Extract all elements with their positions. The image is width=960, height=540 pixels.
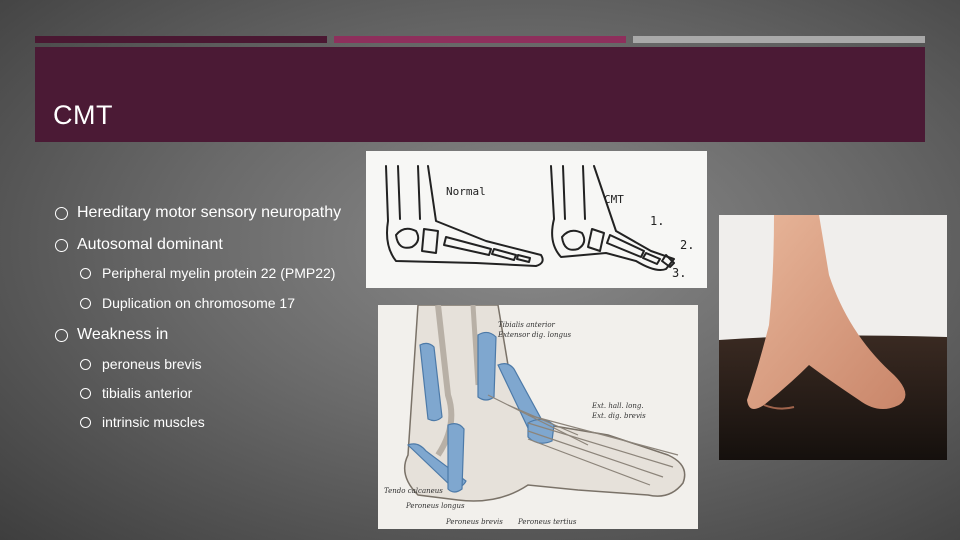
bullet-circle-icon: [80, 416, 91, 428]
anatomy-label: Tendo calcaneus: [384, 487, 443, 495]
bullet-text: Peripheral myelin protein 22 (PMP22): [102, 265, 336, 281]
slide-title: CMT: [53, 100, 113, 130]
bullet-text: intrinsic muscles: [102, 414, 205, 430]
bullet-circle-icon: [55, 328, 68, 342]
diagram-label-normal: Normal: [446, 185, 486, 198]
title-band: CMT: [35, 47, 925, 142]
accent-bar-2: [334, 36, 626, 43]
anatomy-label: Ext. dig. brevis: [591, 412, 646, 420]
diagram-number-2: 2.: [680, 238, 694, 252]
anatomy-drawing: Tibialis anterior Extensor dig. longus E…: [384, 305, 686, 526]
bullet-item: intrinsic muscles: [80, 414, 205, 430]
high-arch-foot-photo: [719, 215, 947, 460]
bullet-circle-icon: [80, 267, 91, 279]
diagram-label-cmt: CMT: [604, 193, 624, 206]
anatomy-label: Tibialis anterior: [498, 321, 556, 329]
anatomy-label: Ext. hall. long.: [591, 402, 644, 410]
bullet-item: Weakness in: [55, 326, 168, 344]
bullet-item: tibialis anterior: [80, 385, 192, 401]
anatomy-label: Peroneus brevis: [445, 518, 503, 526]
anatomy-label: Peroneus longus: [405, 502, 465, 510]
bullet-item: Hereditary motor sensory neuropathy: [55, 204, 341, 222]
diagram-number-1: 1.: [650, 214, 664, 228]
bullet-circle-icon: [80, 358, 91, 370]
bullet-text: peroneus brevis: [102, 356, 202, 372]
bullet-item: Duplication on chromosome 17: [80, 295, 295, 311]
bullet-text: Weakness in: [77, 326, 169, 343]
foot-diagram-drawing: Normal CMT 1. 2. 3.: [385, 165, 694, 280]
diagram-number-3: 3.: [672, 266, 686, 280]
anatomy-label: Extensor dig. longus: [497, 331, 572, 339]
bullet-circle-icon: [80, 297, 91, 309]
bullet-text: Autosomal dominant: [77, 236, 223, 253]
bullet-circle-icon: [55, 238, 68, 252]
bullet-text: tibialis anterior: [102, 385, 193, 401]
bullet-item: peroneus brevis: [80, 356, 202, 372]
bullet-circle-icon: [55, 206, 68, 220]
bullet-item: Autosomal dominant: [55, 236, 223, 254]
bullet-text: Hereditary motor sensory neuropathy: [77, 204, 342, 221]
accent-bar-3: [633, 36, 925, 43]
anatomy-label: Peroneus tertius: [517, 518, 577, 526]
accent-bar-1: [35, 36, 327, 43]
bullet-text: Duplication on chromosome 17: [102, 295, 295, 311]
foot-anatomy-illustration: Tibialis anterior Extensor dig. longus E…: [378, 305, 698, 529]
bullet-circle-icon: [80, 387, 91, 399]
normal-vs-cmt-diagram: Normal CMT 1. 2. 3.: [366, 151, 707, 288]
foot-photo-drawing: [719, 215, 947, 460]
bullet-item: Peripheral myelin protein 22 (PMP22): [80, 265, 335, 281]
